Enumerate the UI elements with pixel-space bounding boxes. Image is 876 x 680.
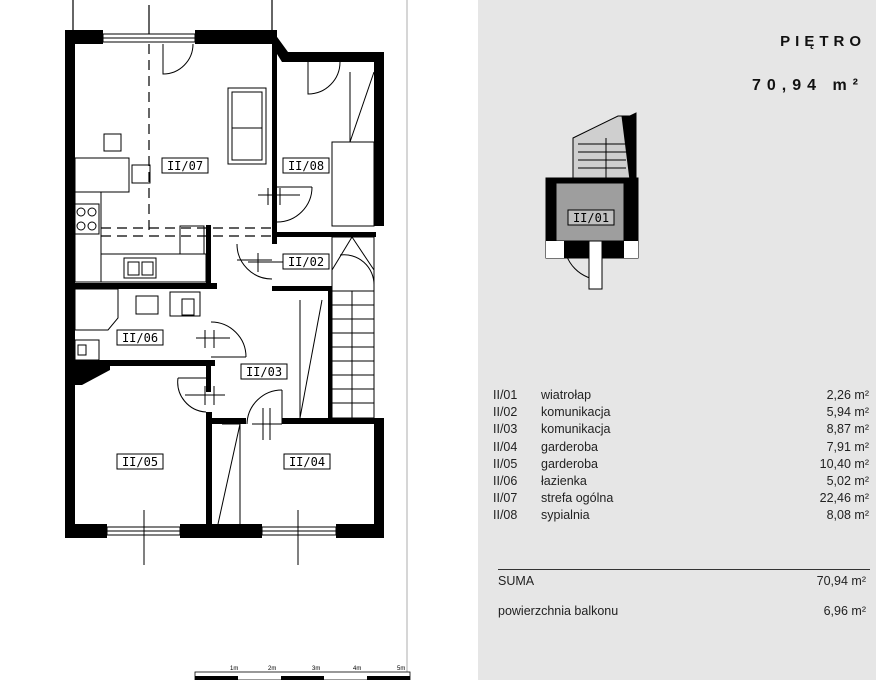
room-label-ii03: II/03 (240, 363, 288, 380)
scale-label-3m: 3m (312, 666, 320, 672)
doors (162, 43, 341, 425)
room-code: II/02 (493, 405, 518, 420)
floor-area: 70,94 m² (751, 77, 864, 94)
door-ticks (185, 188, 300, 440)
room-area: 5,94 m² (826, 405, 869, 420)
room-row: II/06 łazienka 5,02 m² (493, 474, 873, 491)
room-name: komunikacja (541, 405, 611, 420)
scale-label-4m: 4m (353, 666, 361, 672)
sum-divider (498, 569, 870, 570)
interior-walls (75, 44, 382, 524)
room-area: 10,40 m² (819, 456, 869, 471)
room-code: II/03 (493, 422, 518, 437)
room-row: II/01 wiatrołap 2,26 m² (493, 388, 873, 405)
bathroom-fixtures (74, 288, 201, 361)
svg-text:II/06: II/06 (122, 331, 158, 345)
svg-text:II/08: II/08 (288, 159, 324, 173)
room-labels: II/07 II/08 II/02 II/06 II/03 II/05 II/0… (116, 157, 331, 470)
room-row: II/07 strefa ogólna 22,46 m² (493, 491, 873, 508)
room-row: II/08 sypialnia 8,08 m² (493, 508, 873, 525)
room-row: II/04 garderoba 7,91 m² (493, 440, 873, 457)
info-panel: PIĘTRO 70,94 m² II/01 II/01 wiatrołap 2,26… (478, 0, 876, 680)
svg-text:II/03: II/03 (246, 365, 282, 379)
room-area: 5,02 m² (826, 473, 869, 488)
bedroom-closet (331, 71, 375, 227)
staircase (299, 236, 375, 419)
room-area: 8,87 m² (826, 422, 869, 437)
room-code: II/05 (493, 456, 518, 471)
room-name: sypialnia (541, 508, 590, 523)
room-name: garderoba (541, 456, 598, 471)
room-area: 22,46 m² (819, 491, 869, 506)
vestibule-plan: II/01 (545, 112, 639, 290)
room-name: łazienka (541, 473, 587, 488)
room-label-ii04: II/04 (283, 453, 331, 470)
room-label-ii05: II/05 (116, 453, 164, 470)
floor-title: PIĘTRO (780, 33, 866, 50)
svg-text:II/02: II/02 (288, 255, 324, 269)
scale-bar: 1m 2m 3m 4m 5m (194, 666, 411, 680)
room-area: 7,91 m² (826, 439, 869, 454)
svg-text:II/05: II/05 (122, 455, 158, 469)
balcony-value: 6,96 m² (823, 604, 866, 618)
scale-label-5m: 5m (397, 666, 405, 672)
room-code: II/07 (493, 491, 518, 506)
top-window (102, 33, 196, 43)
room-label-ii07: II/07 (161, 157, 209, 174)
room-row: II/03 komunikacja 8,87 m² (493, 422, 873, 439)
room-name: wiatrołap (541, 388, 592, 402)
room-name: strefa ogólna (541, 491, 614, 506)
room-area: 8,08 m² (826, 508, 869, 523)
room-name: garderoba (541, 439, 598, 454)
rooms-table: II/01 wiatrołap 2,26 m² II/02 komunikacja 5,9… (493, 388, 873, 526)
sum-value: 70,94 m² (816, 574, 866, 588)
room-code: II/04 (493, 439, 518, 454)
scale-label-1m: 1m (230, 666, 238, 672)
room-code: II/01 (493, 388, 518, 402)
room-name: komunikacja (541, 422, 611, 437)
room-label-ii06: II/06 (116, 329, 164, 346)
svg-text:II/04: II/04 (289, 455, 325, 469)
room-code: II/08 (493, 508, 518, 523)
bottom-windows (106, 510, 337, 565)
living-area-furniture (74, 87, 267, 283)
room-code: II/06 (493, 473, 518, 488)
dashed-lines (101, 44, 275, 237)
sum-label: SUMA (498, 574, 535, 588)
balcony-label: powierzchnia balkonu (498, 604, 619, 618)
floor-plan: II/07 II/08 II/02 II/06 II/03 II/05 II/0… (65, 0, 411, 680)
svg-text:II/07: II/07 (167, 159, 203, 173)
room-label-ii08: II/08 (282, 157, 330, 174)
room-row: II/05 garderoba 10,40 m² (493, 457, 873, 474)
dressing-room-closet (217, 423, 241, 525)
room-row: II/02 komunikacja 5,94 m² (493, 405, 873, 422)
room-area: 2,26 m² (826, 388, 869, 402)
room-label-ii02: II/02 (282, 253, 330, 270)
room-label-ii01: II/01 (573, 211, 609, 225)
scale-label-2m: 2m (268, 666, 276, 672)
